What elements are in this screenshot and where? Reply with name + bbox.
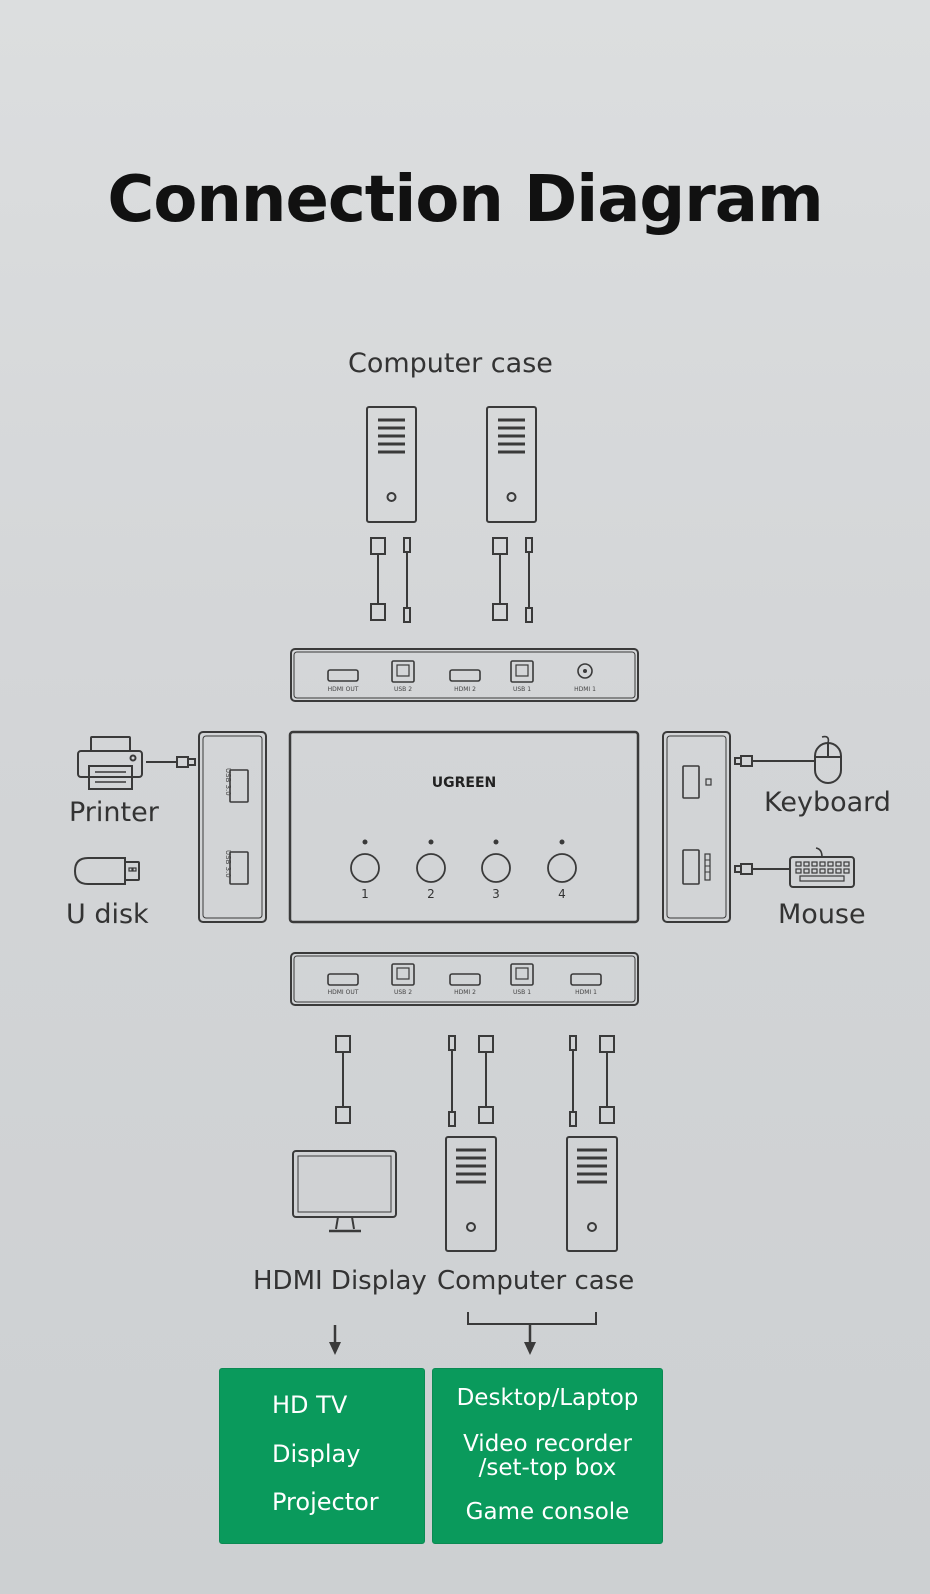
- label-computer-case-top: Computer case: [348, 348, 553, 379]
- port-label: USB 1: [512, 989, 532, 996]
- button-number: 4: [558, 887, 566, 901]
- port-label: HDMI OUT: [327, 686, 359, 693]
- usb-cable-icon: [525, 537, 533, 623]
- computer-type-item: Game console: [465, 1499, 630, 1525]
- computer-case-icon: [445, 1136, 497, 1252]
- computer-case-icon: [566, 1136, 618, 1252]
- display-type-item: Display: [272, 1440, 361, 1468]
- computer-type-item: Video recorder: [463, 1431, 632, 1457]
- display-type-item: Projector: [272, 1488, 379, 1516]
- usb-drive-icon: [73, 857, 140, 885]
- button-number: 2: [427, 887, 435, 901]
- mouse-icon: [814, 735, 842, 784]
- hdmi-cable-icon: [492, 537, 508, 621]
- usb-cable-icon: [403, 537, 411, 623]
- hdmi-cable-icon: [335, 1035, 351, 1124]
- left-side-panel: [198, 731, 267, 923]
- display-type-item: HD TV: [272, 1391, 348, 1419]
- computer-type-item: Desktop/Laptop: [456, 1385, 639, 1411]
- label-printer: Printer: [69, 797, 159, 828]
- button-number: 1: [361, 887, 369, 901]
- port-label: HDMI OUT: [327, 989, 359, 996]
- label-mouse: Mouse: [778, 899, 866, 930]
- port-label: USB 1: [512, 686, 532, 693]
- usb-cable-icon: [448, 1035, 456, 1127]
- label-keyboard: Keyboard: [764, 787, 891, 818]
- arrow-down-icon: [329, 1325, 341, 1355]
- computer-case-icon: [486, 406, 537, 523]
- brand-logo: UGREEN: [431, 775, 497, 791]
- port-label: HDMI 2: [454, 989, 476, 996]
- monitor-icon: [292, 1150, 397, 1233]
- computer-type-item: /set-top box: [478, 1455, 617, 1481]
- printer-icon: [77, 736, 143, 790]
- computer-types-box: Desktop/Laptop Video recorder /set-top b…: [432, 1368, 663, 1544]
- page-title: Connection Diagram: [107, 163, 823, 237]
- label-u-disk: U disk: [66, 899, 149, 930]
- label-hdmi-display: HDMI Display: [253, 1266, 427, 1296]
- port-label: USB 2: [393, 989, 413, 996]
- hdmi-cable-icon: [599, 1035, 615, 1124]
- keyboard-icon: [789, 847, 855, 888]
- port-label: HDMI 1: [574, 686, 596, 693]
- kvm-switch-front: [288, 730, 640, 924]
- bracket-arrow-icon: [467, 1312, 597, 1355]
- usb-cable-icon: [734, 755, 815, 767]
- usb-cable-icon: [734, 863, 790, 875]
- port-label: USB 2: [393, 686, 413, 693]
- usb-cable-icon: [146, 756, 196, 768]
- button-number: 3: [492, 887, 500, 901]
- computer-case-icon: [366, 406, 417, 523]
- display-types-box: HD TV Display Projector: [219, 1368, 425, 1544]
- hdmi-cable-icon: [370, 537, 386, 621]
- side-port-label: USB 3.0: [224, 768, 232, 796]
- right-side-panel: [662, 731, 731, 923]
- rear-port-panel-bottom: [290, 952, 639, 1006]
- side-port-label: USB 3.0: [224, 850, 232, 878]
- port-label: HDMI 2: [454, 686, 476, 693]
- port-label: HDMI 1: [575, 989, 597, 996]
- usb-cable-icon: [569, 1035, 577, 1127]
- rear-port-panel-top: [290, 648, 639, 702]
- label-computer-case-bottom: Computer case: [437, 1266, 635, 1296]
- hdmi-cable-icon: [478, 1035, 494, 1124]
